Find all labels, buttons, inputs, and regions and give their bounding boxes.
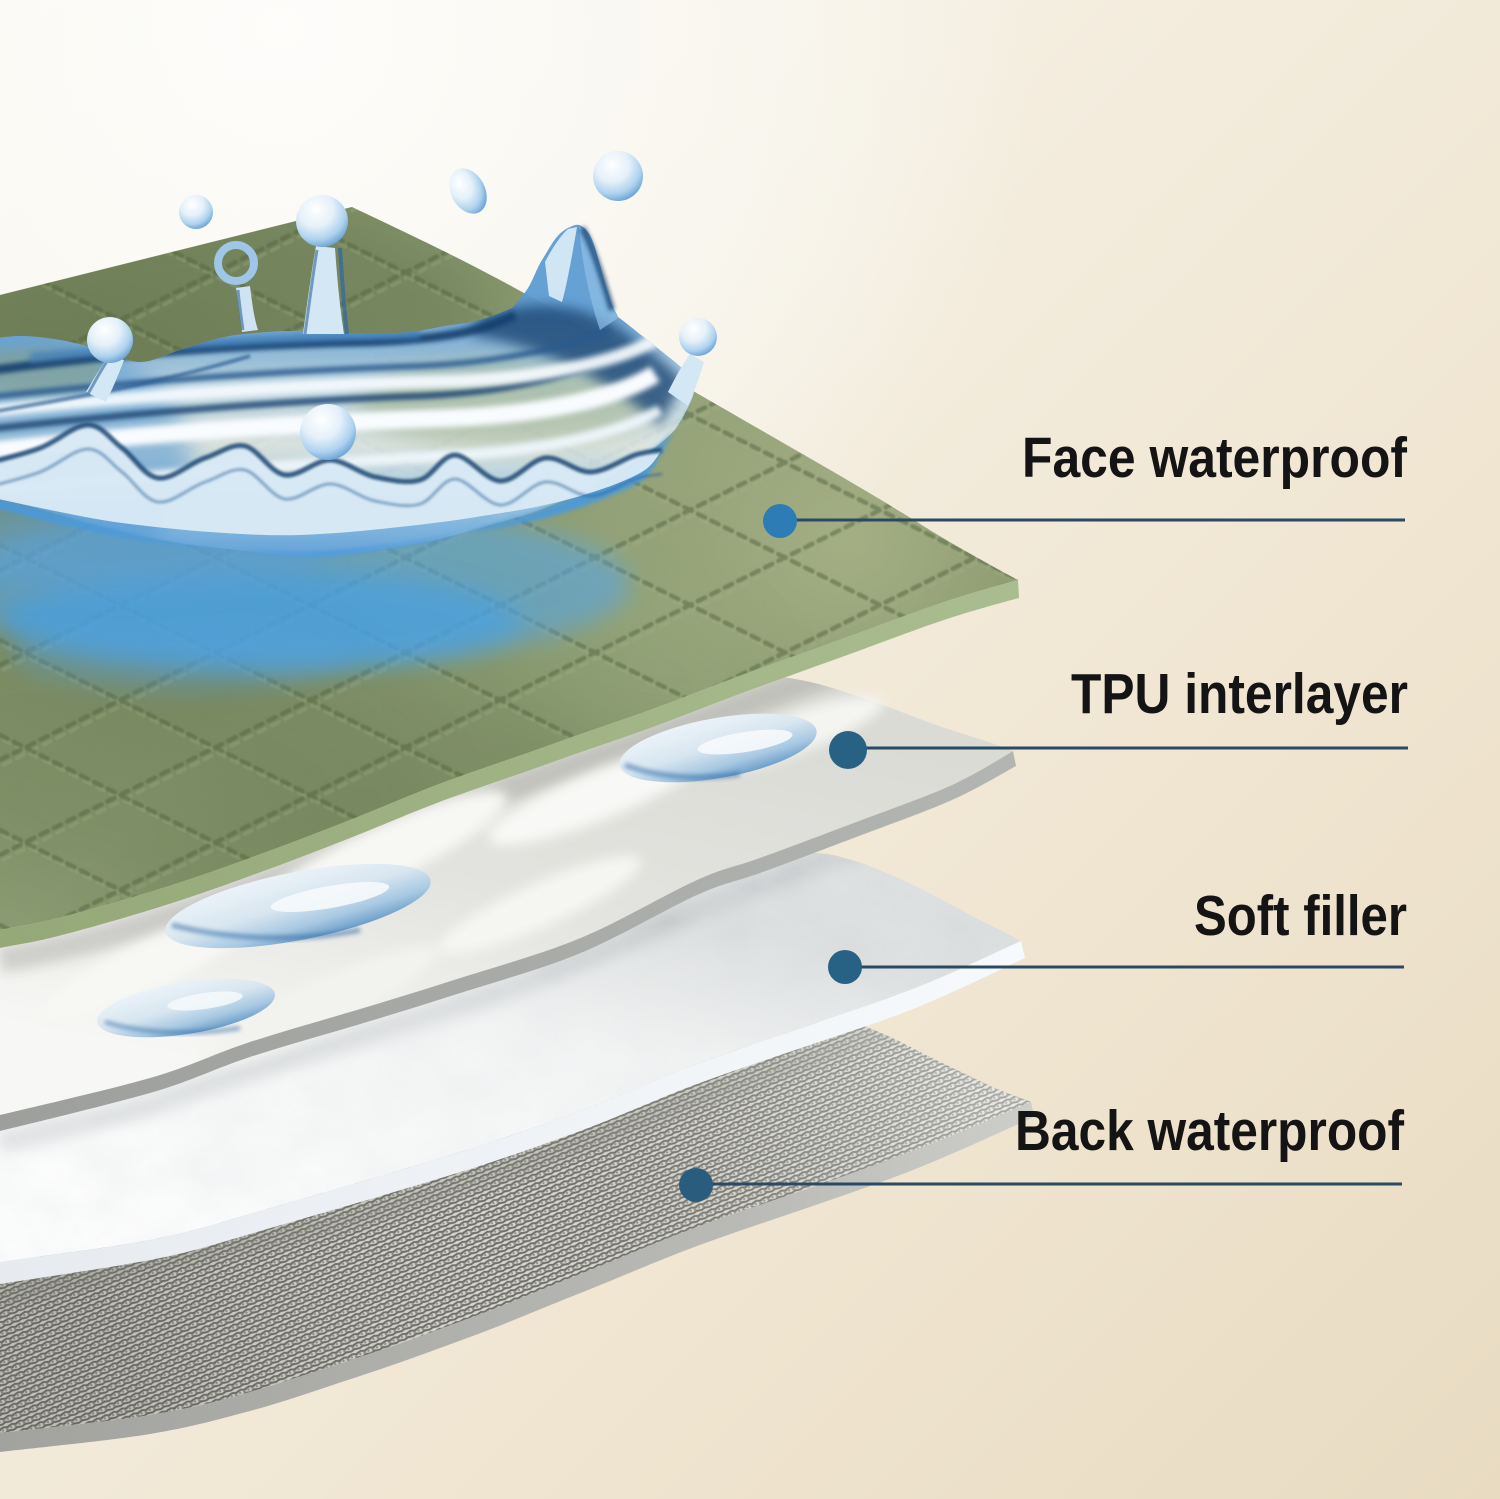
svg-text:TPU interlayer: TPU interlayer (1071, 662, 1408, 726)
svg-text:Soft filler: Soft filler (1194, 884, 1407, 948)
svg-text:Back waterproof: Back waterproof (1015, 1099, 1405, 1163)
svg-text:Face waterproof: Face waterproof (1022, 426, 1408, 490)
